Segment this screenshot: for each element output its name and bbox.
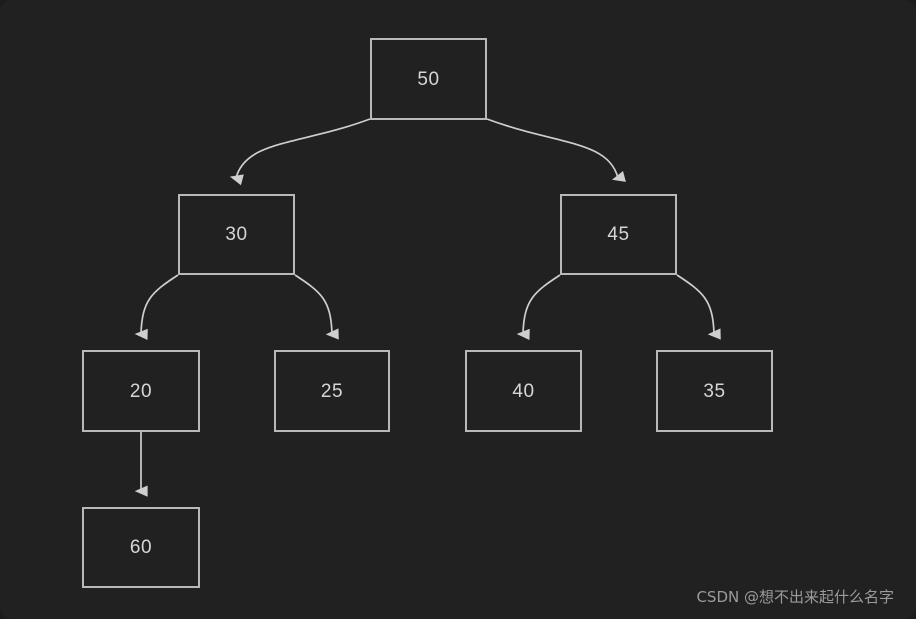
edge-50-45 (486, 118, 626, 182)
tree-node-label: 60 (129, 537, 153, 558)
tree-node-35[interactable]: 35 (656, 350, 773, 432)
tree-node-25[interactable]: 25 (274, 350, 390, 432)
tree-node-label: 50 (417, 68, 440, 90)
edge-45-35 (676, 274, 721, 340)
edge-50-30 (229, 118, 371, 186)
tree-node-label: 35 (703, 380, 726, 402)
tree-node-label: 40 (512, 380, 535, 402)
watermark-text: CSDN @想不出来起什么名字 (696, 588, 894, 606)
tree-node-label: 45 (607, 224, 630, 245)
tree-node-30[interactable]: 30 (178, 194, 295, 275)
tree-node-label: 25 (320, 380, 344, 402)
tree-node-45[interactable]: 45 (560, 194, 677, 275)
edge-30-25 (294, 274, 339, 340)
tree-node-20[interactable]: 20 (82, 350, 200, 432)
edge-30-20 (134, 274, 179, 340)
edge-45-40 (516, 274, 561, 340)
tree-node-label: 30 (225, 224, 248, 245)
tree-node-label: 20 (129, 380, 153, 402)
tree-node-40[interactable]: 40 (465, 350, 582, 432)
tree-node-60[interactable]: 60 (82, 507, 200, 588)
tree-node-50[interactable]: 50 (370, 38, 487, 120)
